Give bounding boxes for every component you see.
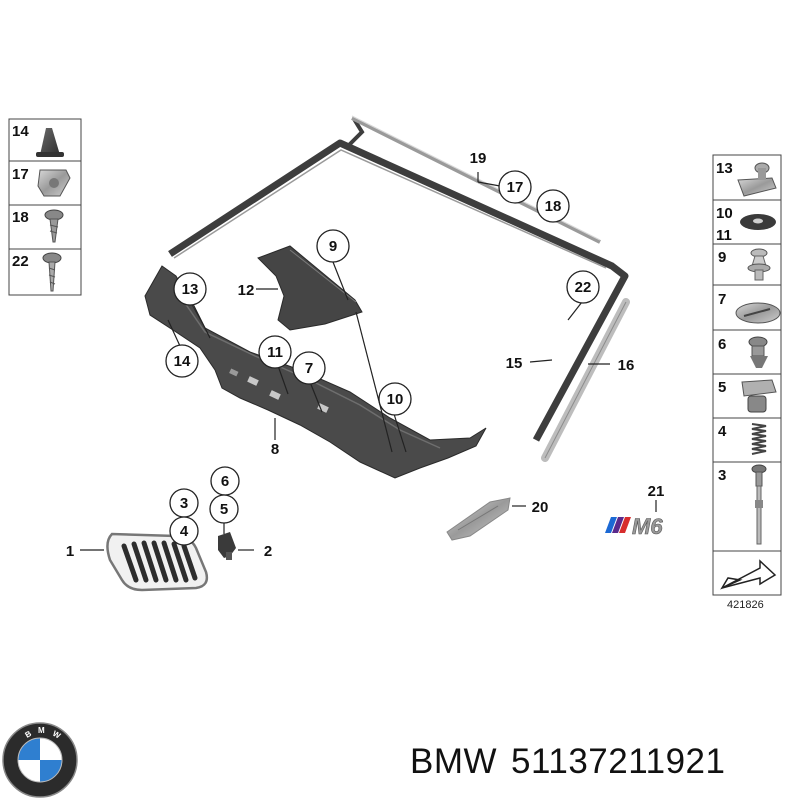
legend-label-3: 3	[718, 467, 726, 484]
bmw-logo: B M W	[2, 722, 78, 798]
callout-1: 1	[66, 543, 74, 560]
diagram-reference-number: 421826	[727, 599, 764, 611]
legend-label-13: 13	[716, 160, 733, 177]
footer-caption: BMW 51137211921	[410, 742, 725, 782]
blind-plug-icon	[735, 302, 781, 324]
callout-19: 19	[470, 150, 487, 167]
long-bolt-icon	[751, 464, 767, 545]
callout-17: 17	[507, 179, 524, 196]
callout-13: 13	[182, 281, 199, 298]
legend-label-7: 7	[718, 291, 726, 308]
callout-2: 2	[264, 543, 272, 560]
footer-brand: BMW	[410, 742, 498, 781]
svg-text:M: M	[38, 726, 45, 735]
legend-label-9: 9	[718, 249, 726, 266]
side-marker-light	[446, 497, 511, 541]
legend-label-5: 5	[718, 379, 726, 396]
callout-6: 6	[221, 473, 229, 490]
callout-5: 5	[220, 501, 228, 518]
m6-emblem: M6	[605, 514, 664, 539]
grille-bracket	[218, 532, 236, 560]
upper-moulding-strip	[351, 116, 601, 244]
callout-14: 14	[174, 353, 191, 370]
callout-10: 10	[387, 391, 404, 408]
legend-label-17: 17	[12, 166, 29, 183]
leader-lines	[80, 172, 657, 551]
push-rivet-icon	[747, 248, 771, 281]
spring-icon	[751, 423, 767, 455]
expanding-clip-icon	[737, 162, 777, 197]
footer-part-number: 51137211921	[511, 742, 726, 781]
legend-label-14: 14	[12, 123, 29, 140]
callout-20: 20	[532, 499, 549, 516]
legend-label-11: 11	[716, 227, 732, 244]
callout-9: 9	[329, 238, 337, 255]
callout-8: 8	[271, 441, 279, 458]
callout-15: 15	[506, 355, 523, 372]
callout-18: 18	[545, 198, 562, 215]
svg-text:B: B	[24, 729, 34, 740]
legend-label-4: 4	[718, 423, 727, 440]
kidney-grille	[106, 532, 209, 592]
callout-3: 3	[180, 495, 188, 512]
callouts: 13 14 9 11 7 10 17 18 22 6 5 3 4 19 12 8…	[66, 150, 665, 560]
callout-21: 21	[648, 483, 665, 500]
rubber-buffer-icon	[36, 128, 64, 157]
callout-4: 4	[180, 523, 189, 540]
windshield-seal	[168, 117, 629, 442]
self-tapping-screw-icon	[42, 252, 62, 292]
reference-arrow-icon	[720, 559, 777, 590]
legend-label-10: 10	[716, 205, 733, 222]
legend-label-18: 18	[12, 209, 29, 226]
washer-icon	[740, 214, 776, 230]
water-deflector-panel	[257, 245, 363, 331]
legend-label-22: 22	[12, 253, 29, 270]
legend-label-6: 6	[718, 336, 726, 353]
callout-7: 7	[305, 360, 313, 377]
callout-12: 12	[238, 282, 255, 299]
screw-icon	[44, 209, 64, 243]
callout-22: 22	[575, 279, 592, 296]
bracket-holder-icon	[741, 379, 777, 413]
clip-nut-icon	[37, 169, 71, 197]
clip-screw-icon	[748, 336, 768, 368]
callout-16: 16	[618, 357, 635, 374]
left-legend: 14 17 18 22	[8, 118, 82, 296]
svg-text:W: W	[51, 729, 62, 741]
callout-11: 11	[267, 344, 283, 361]
right-legend: 13 10 11 9 7 6 5 4 3	[712, 154, 782, 596]
emblem-lettering: M6	[632, 514, 663, 539]
